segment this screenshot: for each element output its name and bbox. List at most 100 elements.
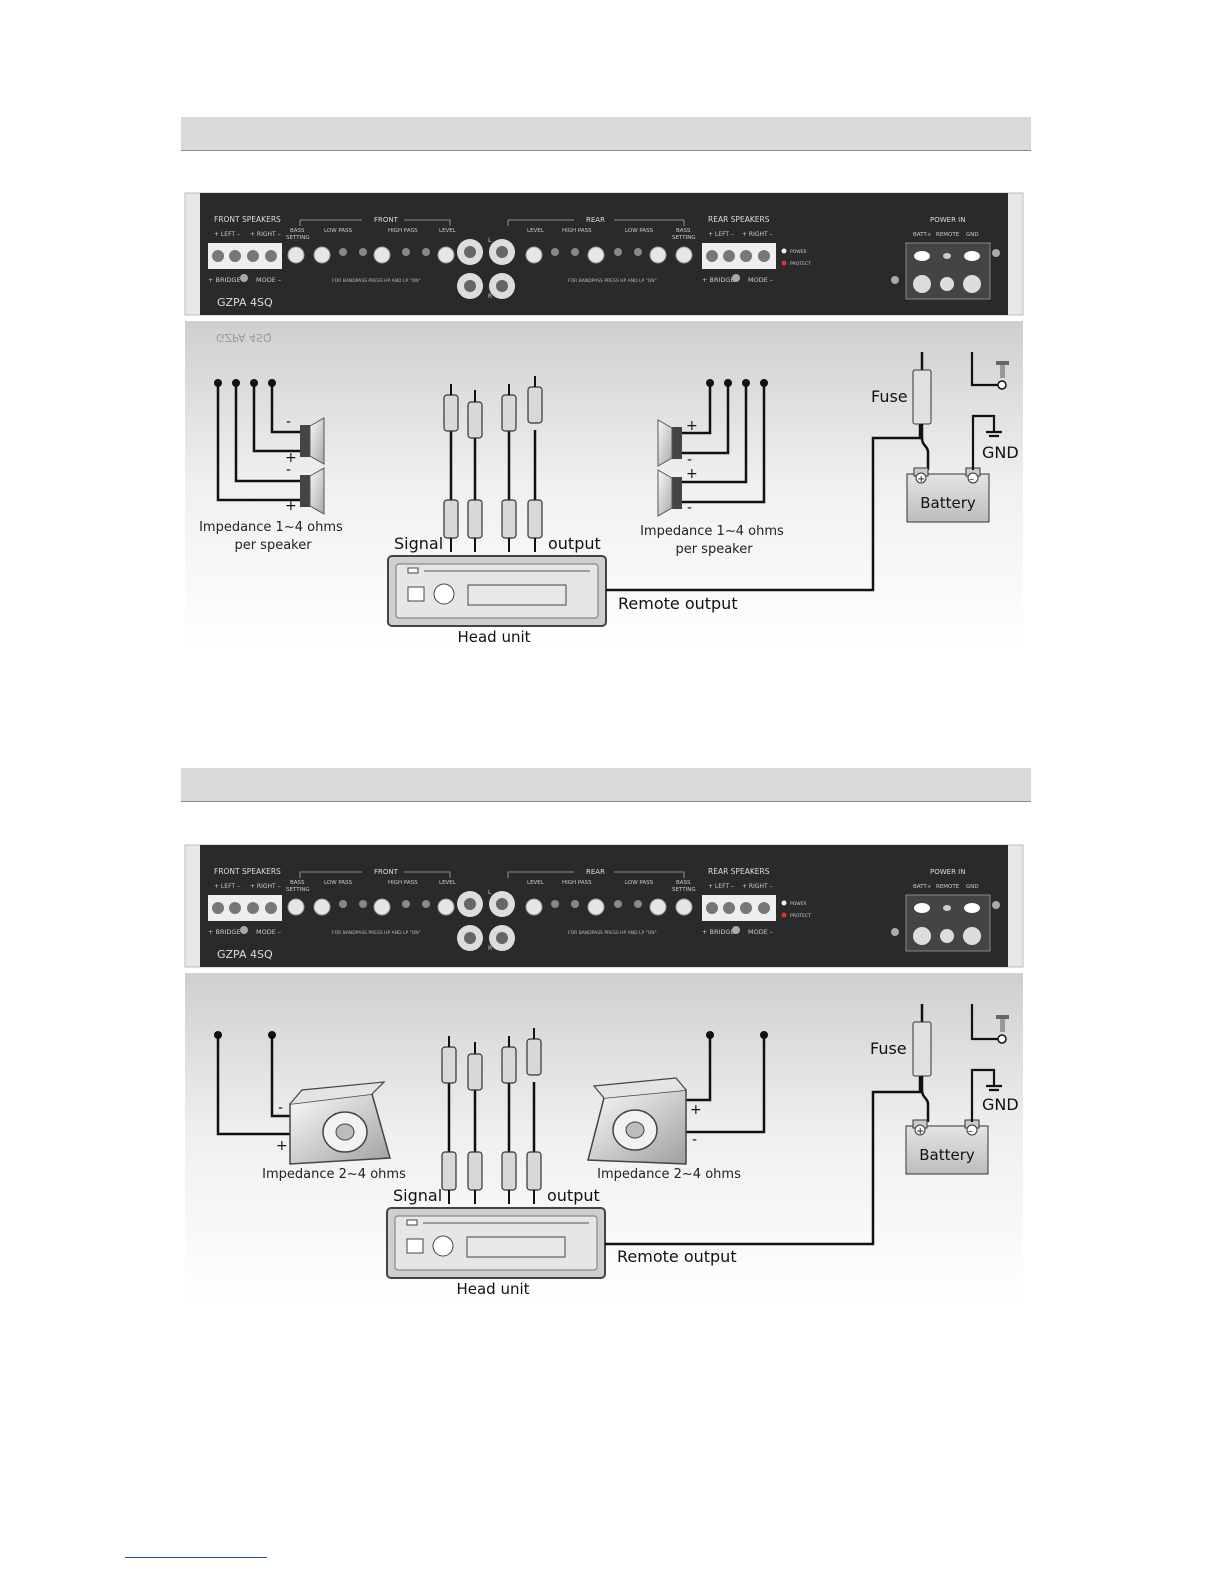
rear-bridge-label: + BRIDGE	[702, 276, 735, 284]
head-unit	[387, 555, 607, 627]
rear-right-speaker	[657, 469, 682, 517]
amplifier-panel: FRONT SPEAKERS + LEFT – + RIGHT – + BRID…	[184, 192, 1024, 316]
left-box-minus-label: -	[278, 1100, 283, 1116]
fuse-label: Fuse	[871, 387, 908, 406]
rear-high-pass-label: HIGH PASS	[562, 880, 592, 886]
battery-minus-label: –	[968, 1126, 973, 1137]
protect-led	[781, 260, 787, 266]
right-impedance-label: Impedance 2~4 ohms	[597, 1167, 741, 1182]
front-speaker-terminals	[208, 243, 282, 269]
battery-minus-label: –	[969, 474, 974, 485]
rear-speakers-label: REAR SPEAKERS	[708, 215, 770, 224]
rear-speaker-terminals	[702, 895, 776, 921]
output-label: output	[547, 1186, 600, 1205]
front-speakers-label: FRONT SPEAKERS	[214, 867, 281, 876]
front-bandpass-note: FOR BANDPASS PRESS HP AND LP "ON"	[332, 278, 421, 284]
front-right-label: + RIGHT –	[250, 883, 281, 890]
front-low-pass-label: LOW PASS	[324, 880, 353, 886]
rear-right-label: + RIGHT –	[742, 883, 773, 890]
rear-mode-label: MODE –	[748, 276, 773, 284]
power-in-label: POWER IN	[930, 216, 965, 224]
front-section-label: FRONT	[374, 216, 399, 224]
fuse	[912, 352, 932, 470]
output-label: output	[548, 534, 601, 553]
right-subwoofer-box	[587, 1077, 687, 1165]
front-speaker-terminals	[208, 895, 282, 921]
channel-r-label: R	[488, 293, 492, 300]
front-level-label: LEVEL	[439, 880, 457, 886]
protect-led-label: PROTECT	[790, 913, 811, 919]
front-right-plus-label: +	[285, 498, 297, 514]
rear-left-label: + LEFT –	[708, 883, 734, 890]
power-terminals	[905, 242, 991, 300]
rear-right-label: + RIGHT –	[742, 231, 773, 238]
rear-left-plus-label: +	[686, 418, 698, 434]
battery-label: Battery	[919, 1146, 975, 1164]
model-label: GZPA 4SQ	[217, 948, 273, 961]
front-left-plus-label: +	[285, 450, 297, 466]
signal-label: Signal	[394, 534, 443, 553]
head-unit-label: Head unit	[457, 628, 530, 646]
gnd-label: GND	[982, 1095, 1019, 1114]
ground-wire	[970, 1068, 1002, 1122]
chassis-ground-wire	[970, 1004, 1000, 1041]
rear-bandpass-note: FOR BANDPASS PRESS HP AND LP "ON"	[568, 930, 657, 936]
rear-level-label: LEVEL	[527, 880, 545, 886]
front-section-label: FRONT	[374, 868, 399, 876]
front-low-pass-label: LOW PASS	[324, 228, 353, 234]
head-unit	[386, 1207, 606, 1279]
ground-screw-icon	[996, 361, 1009, 378]
gnd-label: GND	[982, 443, 1019, 462]
front-right-minus-label: -	[286, 462, 291, 478]
front-speaker-wires	[216, 383, 300, 502]
rear-left-speaker	[657, 419, 682, 467]
signal-label: Signal	[393, 1186, 442, 1205]
battery	[905, 1119, 989, 1175]
front-left-label: + LEFT –	[214, 883, 240, 890]
front-speakers-label: FRONT SPEAKERS	[214, 215, 281, 224]
battery-label: Battery	[920, 494, 976, 512]
channel-r-label: R	[488, 945, 492, 952]
right-box-minus-label: -	[692, 1132, 697, 1148]
front-mode-label: MODE –	[256, 276, 281, 284]
front-speaker-dots	[214, 379, 276, 387]
front-left-minus-label: -	[286, 414, 291, 430]
section-header-bar-2	[181, 768, 1031, 802]
left-bridge-wires	[216, 1035, 290, 1136]
rca-inputs	[457, 239, 515, 299]
rca-cables	[443, 376, 543, 552]
channel-l-label: L	[488, 889, 492, 896]
right-box-plus-label: +	[690, 1102, 702, 1118]
protect-led	[781, 912, 787, 918]
power-led	[781, 248, 787, 254]
front-switches	[339, 900, 430, 908]
front-mode-label: MODE –	[256, 928, 281, 936]
rear-right-plus-label: +	[686, 466, 698, 482]
rca-inputs	[457, 891, 515, 951]
rear-section-label: REAR	[586, 216, 605, 224]
left-impedance-label: Impedance 2~4 ohms	[262, 1167, 406, 1182]
front-high-pass-label: HIGH PASS	[388, 880, 418, 886]
svg-text:GZPA 4SQ: GZPA 4SQ	[216, 331, 272, 344]
power-led	[781, 900, 787, 906]
rear-left-minus-label: -	[687, 452, 692, 468]
rear-left-label: + LEFT –	[708, 231, 734, 238]
remote-output-label: Remote output	[618, 594, 738, 613]
rear-right-minus-label: -	[687, 500, 692, 516]
left-subwoofer-box	[289, 1081, 391, 1165]
left-box-plus-label: +	[276, 1138, 288, 1154]
section-header-bar-1	[181, 117, 1031, 151]
front-knobs	[287, 246, 455, 264]
battery-plus-label: +	[916, 1126, 924, 1137]
battery-plus-label: +	[917, 474, 925, 485]
gnd-terminal-label: GND	[966, 884, 979, 890]
rear-speaker-terminals	[702, 243, 776, 269]
rear-speaker-wires	[682, 383, 766, 504]
right-bridge-dots	[706, 1031, 768, 1039]
power-in-label: POWER IN	[930, 868, 965, 876]
gnd-terminal-label: GND	[966, 232, 979, 238]
